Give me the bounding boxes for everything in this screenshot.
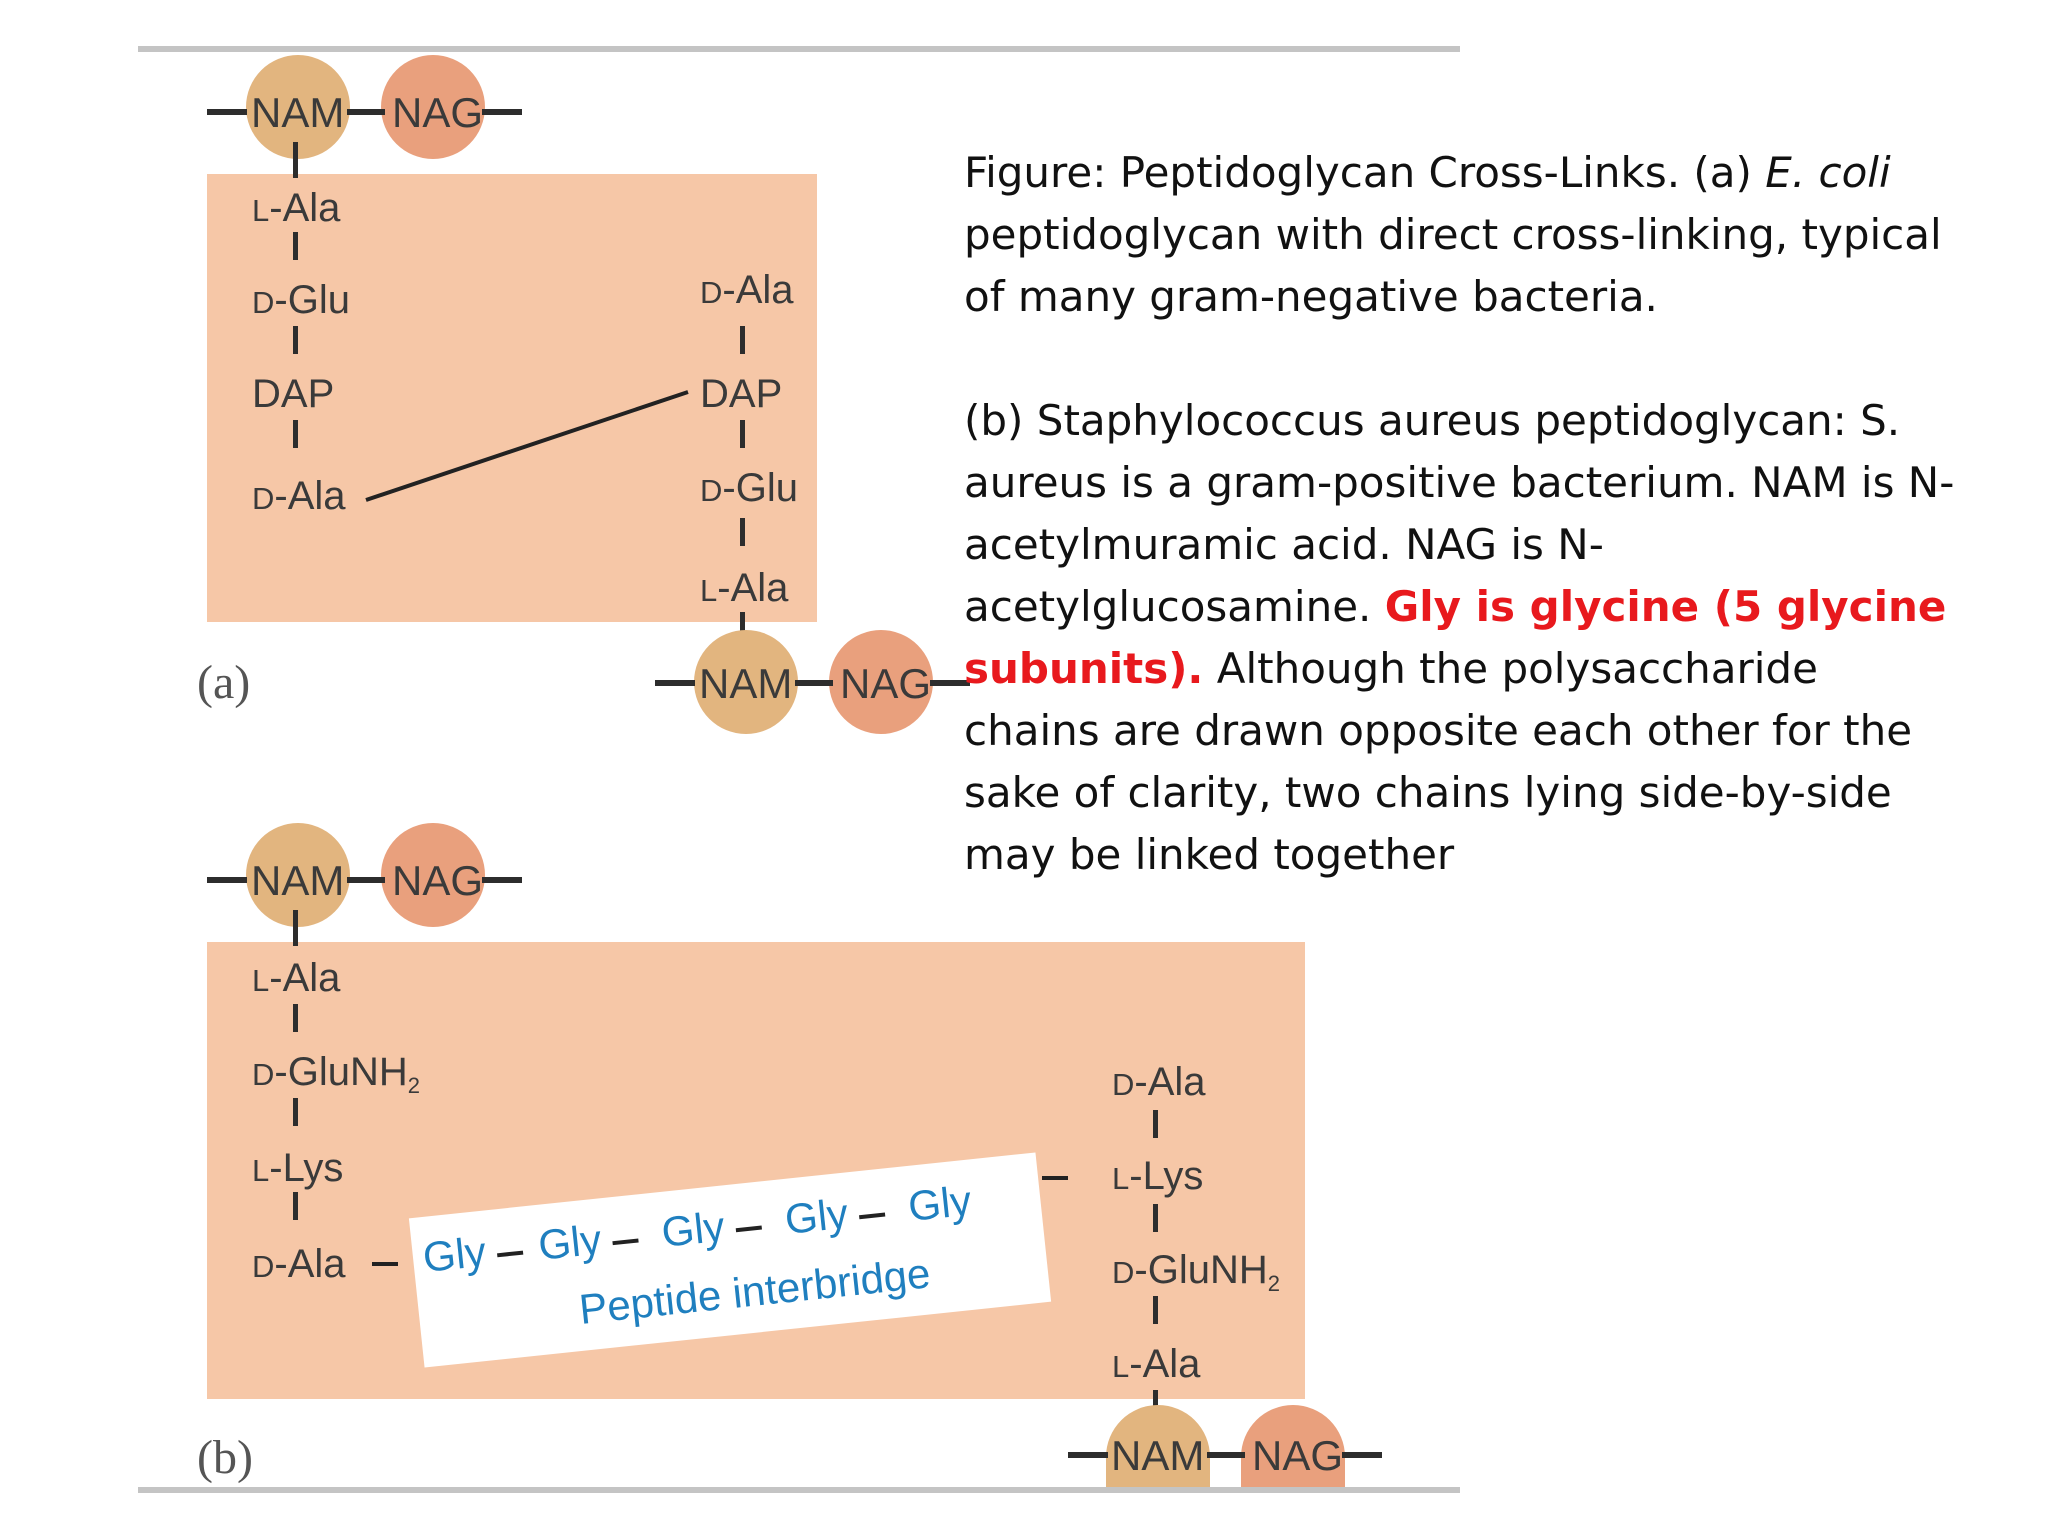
glycine-residue: Gly xyxy=(905,1176,974,1230)
peptide-bond xyxy=(293,910,298,946)
glycan-bond xyxy=(347,877,385,883)
nam-sugar xyxy=(694,630,798,734)
glycine-residue: Gly xyxy=(420,1227,489,1281)
peptide-bond xyxy=(740,518,745,546)
peptide-bond xyxy=(293,420,298,448)
panel-a-label: (a) xyxy=(197,656,251,709)
glycan-bond xyxy=(207,877,247,883)
nag-sugar xyxy=(381,55,485,159)
glycan-bond xyxy=(795,680,833,686)
bottom-rule xyxy=(138,1487,1460,1493)
peptide-bond xyxy=(1153,1296,1158,1324)
residue-label: D-Ala xyxy=(1112,1060,1206,1104)
top-rule xyxy=(138,46,1460,52)
bridge-label: Peptide interbridge xyxy=(576,1249,933,1333)
peptide-bond xyxy=(293,1004,298,1032)
peptide-bond xyxy=(1153,1204,1158,1232)
nag-label: NAG xyxy=(392,857,484,904)
glycan-bond xyxy=(347,109,385,115)
residue-label: D-Ala xyxy=(700,268,794,312)
peptide-bond xyxy=(293,232,298,260)
nam-label: NAM xyxy=(1111,1432,1205,1479)
nam-label: NAM xyxy=(251,857,345,904)
residue-label: D-Glu xyxy=(700,466,798,510)
residue-label: L-Ala xyxy=(1112,1342,1201,1386)
peptide-bond xyxy=(740,326,745,354)
nam-label: NAM xyxy=(251,89,345,136)
residue-label: L-Lys xyxy=(252,1146,344,1190)
residue-label: L-Lys xyxy=(1112,1154,1204,1198)
nag-label: NAG xyxy=(1252,1432,1344,1479)
residue-label: D-GluNH2 xyxy=(252,1050,420,1098)
glycan-bond xyxy=(1068,1452,1108,1458)
peptide-bond xyxy=(293,326,298,354)
panel-b-label: (b) xyxy=(197,1431,253,1484)
nag-sugar xyxy=(381,823,485,927)
peptide-bond xyxy=(293,1098,298,1126)
glycan-bond xyxy=(655,680,695,686)
glycine-residue: Gly xyxy=(535,1215,604,1269)
peptide-bond xyxy=(293,1192,298,1220)
nag-label: NAG xyxy=(392,89,484,136)
bridge-bond xyxy=(497,1250,524,1258)
nam-sugar xyxy=(246,823,350,927)
nam-sugar xyxy=(1106,1405,1210,1487)
glycine-residue: Gly xyxy=(782,1189,851,1243)
residue-label: DAP xyxy=(700,372,783,416)
bridge-bond xyxy=(735,1225,762,1233)
nam-label: NAM xyxy=(699,660,793,707)
glycan-bond xyxy=(1207,1452,1245,1458)
nam-sugar xyxy=(246,55,350,159)
peptide-bond xyxy=(293,142,298,178)
residue-label: D-Glu xyxy=(252,278,350,322)
figure-caption: Figure: Peptidoglycan Cross-Links. (a) E… xyxy=(964,142,1964,886)
glycan-bond xyxy=(482,109,522,115)
glycan-bond xyxy=(207,109,247,115)
bridge-bond xyxy=(612,1238,639,1246)
residue-label: D-GluNH2 xyxy=(1112,1248,1280,1296)
glycan-bond xyxy=(482,877,522,883)
caption-part-b: (b) Staphylococcus aureus peptidoglycan:… xyxy=(964,396,1955,879)
glycan-bond xyxy=(930,680,970,686)
caption-part-a: Figure: Peptidoglycan Cross-Links. (a) E… xyxy=(964,148,1942,321)
glycine-highlight: Gly is glycine (5 glycine subunits). xyxy=(964,582,1947,693)
peptide-bond xyxy=(1153,1110,1158,1138)
glycan-bond xyxy=(1342,1452,1382,1458)
peptide-bond xyxy=(740,420,745,448)
nag-sugar xyxy=(829,630,933,734)
peptide-bond xyxy=(740,612,745,646)
residue-label: D-Ala xyxy=(252,474,346,518)
nag-label: NAG xyxy=(840,660,932,707)
glycine-residue: Gly xyxy=(659,1202,727,1256)
bridge-bond xyxy=(372,1262,398,1266)
bridge-bond xyxy=(1042,1176,1068,1180)
nag-sugar xyxy=(1241,1405,1345,1487)
bridge-bond xyxy=(859,1212,886,1220)
residue-label: L-Ala xyxy=(252,186,341,230)
residue-label: DAP xyxy=(252,372,335,416)
residue-label: L-Ala xyxy=(700,566,789,610)
residue-label: L-Ala xyxy=(252,956,341,1000)
residue-label: D-Ala xyxy=(252,1242,346,1286)
